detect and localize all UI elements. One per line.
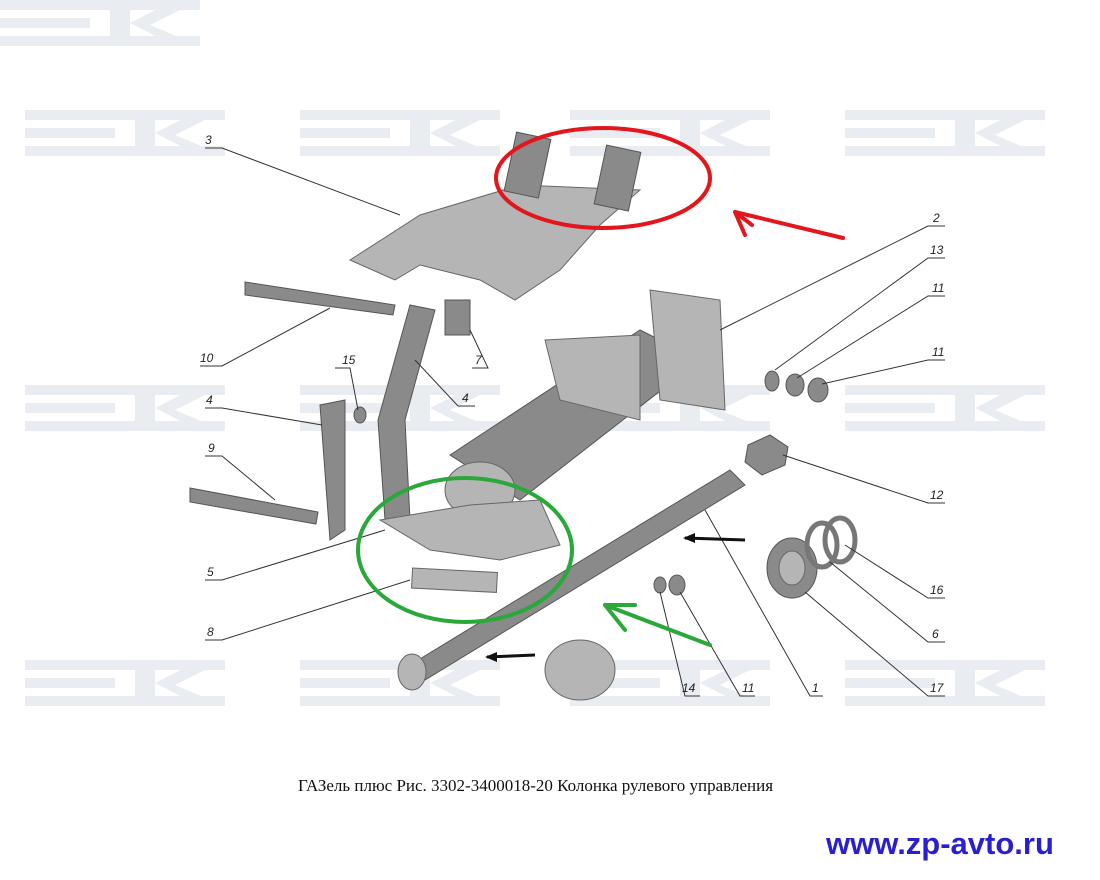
callout-16: 16 [930, 583, 944, 597]
callout-7: 7 [475, 353, 483, 367]
ring-6 [804, 520, 840, 570]
bolt-10 [244, 281, 396, 316]
callout-12: 12 [930, 488, 944, 502]
callout-5: 5 [207, 565, 214, 579]
callout-3: 3 [205, 133, 212, 147]
callout-13: 13 [930, 243, 944, 257]
callout-4a: 4 [206, 393, 213, 407]
callout-9: 9 [208, 441, 215, 455]
bracket-plate [348, 184, 642, 301]
red-arrow [733, 210, 845, 240]
bushing [544, 639, 616, 701]
callout-6: 6 [932, 627, 939, 641]
red-highlight-ellipse [494, 126, 712, 230]
bolt-9 [189, 487, 319, 525]
nut-12 [744, 434, 789, 476]
callout-1: 1 [812, 681, 819, 695]
annotations [356, 126, 845, 662]
callout-2: 2 [932, 211, 940, 225]
watermarks [0, 0, 1045, 706]
callout-11c: 11 [742, 681, 754, 695]
pin-8 [411, 567, 498, 593]
callout-11a: 11 [932, 281, 944, 295]
green-highlight-ellipse [356, 476, 574, 624]
green-arrow [603, 603, 712, 647]
lever-4b [319, 399, 346, 541]
column-flange [649, 289, 726, 411]
callout-4b: 4 [462, 391, 469, 405]
callout-14: 14 [682, 681, 696, 695]
bracket-lower [378, 499, 561, 561]
callouts: 3 2 13 11 11 12 16 6 17 1 11 14 10 15 7 … [200, 133, 945, 697]
callout-11b: 11 [932, 345, 944, 359]
callout-10: 10 [200, 351, 214, 365]
ring-16 [822, 515, 858, 565]
parts [189, 131, 858, 701]
callout-15: 15 [342, 353, 356, 367]
site-link[interactable]: www.zp-avto.ru [826, 826, 1054, 861]
clip-7 [444, 299, 471, 336]
callout-8: 8 [207, 625, 214, 639]
bracket-slot-right [593, 144, 642, 212]
callout-17: 17 [930, 681, 945, 695]
diagram-caption: ГАЗель плюс Рис. 3302-3400018-20 Колонка… [298, 776, 774, 795]
